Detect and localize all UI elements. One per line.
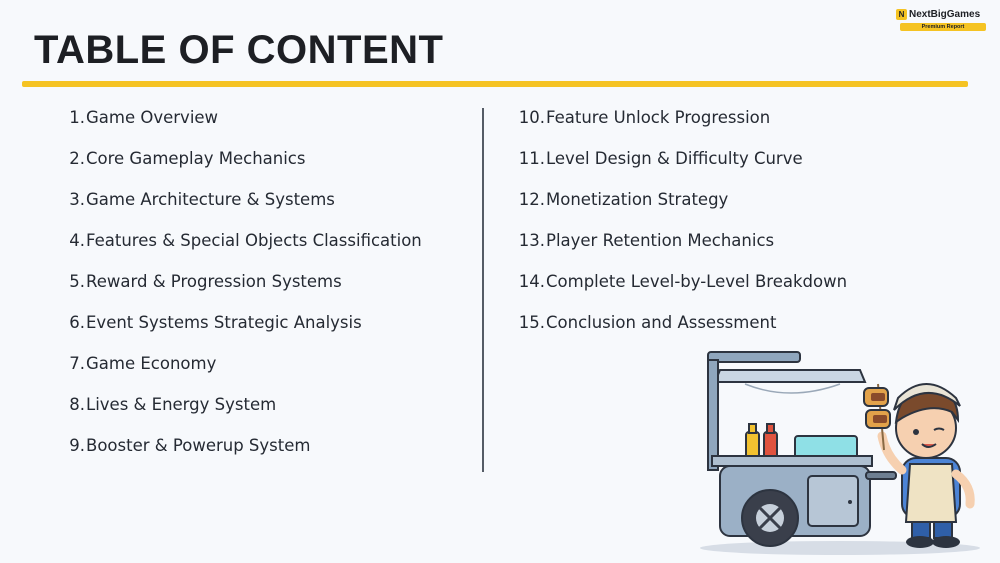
toc-item-label: Features & Special Objects Classificatio… bbox=[86, 231, 422, 250]
toc-item-number: 12. bbox=[518, 190, 545, 209]
toc-item-label: Reward & Progression Systems bbox=[86, 272, 342, 291]
toc-item[interactable]: 2.Core Gameplay Mechanics bbox=[40, 149, 470, 190]
toc-item-label: Core Gameplay Mechanics bbox=[86, 149, 306, 168]
toc-item[interactable]: 4.Features & Special Objects Classificat… bbox=[40, 231, 470, 272]
food-cart-vendor-illustration bbox=[700, 351, 980, 555]
toc-item[interactable]: 5.Reward & Progression Systems bbox=[40, 272, 470, 313]
toc-item-label: Game Architecture & Systems bbox=[86, 190, 335, 209]
toc-item[interactable]: 7.Game Economy bbox=[40, 354, 470, 395]
toc-item-label: Player Retention Mechanics bbox=[546, 231, 775, 250]
toc-item-label: Game Overview bbox=[86, 108, 219, 127]
toc-item-number: 15. bbox=[518, 313, 545, 332]
toc-item[interactable]: 6.Event Systems Strategic Analysis bbox=[40, 313, 470, 354]
toc-item[interactable]: 13.Player Retention Mechanics bbox=[500, 231, 940, 272]
toc-item-number: 13. bbox=[518, 231, 545, 250]
toc-item-number: 7. bbox=[69, 354, 85, 373]
toc-item-number: 11. bbox=[518, 149, 545, 168]
toc-item[interactable]: 3.Game Architecture & Systems bbox=[40, 190, 470, 231]
toc-right-column: 10.Feature Unlock Progression 11.Level D… bbox=[500, 108, 940, 354]
toc-item-number: 6. bbox=[69, 313, 85, 332]
toc-item[interactable]: 1.Game Overview bbox=[40, 108, 470, 149]
toc-item-number: 14. bbox=[518, 272, 545, 291]
toc-item-number: 5. bbox=[69, 272, 85, 291]
logo-name: NextBigGames bbox=[909, 9, 981, 20]
toc-item-label: Monetization Strategy bbox=[546, 190, 729, 209]
toc-item-label: Level Design & Difficulty Curve bbox=[546, 149, 803, 168]
brand-logo: N NextBigGames Premium Report bbox=[896, 8, 988, 32]
toc-item[interactable]: 12.Monetization Strategy bbox=[500, 190, 940, 231]
toc-item-number: 3. bbox=[69, 190, 85, 209]
toc-item[interactable]: 15.Conclusion and Assessment bbox=[500, 313, 940, 354]
toc-item-label: Booster & Powerup System bbox=[86, 436, 311, 455]
toc-item[interactable]: 11.Level Design & Difficulty Curve bbox=[500, 149, 940, 190]
toc-item[interactable]: 9.Booster & Powerup System bbox=[40, 436, 470, 477]
toc-item-label: Complete Level-by-Level Breakdown bbox=[546, 272, 848, 291]
toc-item-number: 10. bbox=[518, 108, 545, 127]
toc-item-label: Conclusion and Assessment bbox=[546, 313, 777, 332]
toc-item-label: Feature Unlock Progression bbox=[546, 108, 771, 127]
toc-item-label: Event Systems Strategic Analysis bbox=[86, 313, 362, 332]
toc-item-number: 4. bbox=[69, 231, 85, 250]
toc-item[interactable]: 14.Complete Level-by-Level Breakdown bbox=[500, 272, 940, 313]
toc-item-label: Lives & Energy System bbox=[86, 395, 277, 414]
column-divider bbox=[482, 108, 484, 472]
premium-badge: Premium Report bbox=[900, 23, 986, 31]
toc-item[interactable]: 10.Feature Unlock Progression bbox=[500, 108, 940, 149]
toc-item-number: 1. bbox=[69, 108, 85, 127]
page-title: TABLE OF CONTENT bbox=[34, 28, 444, 72]
toc-item[interactable]: 8.Lives & Energy System bbox=[40, 395, 470, 436]
toc-left-column: 1.Game Overview 2.Core Gameplay Mechanic… bbox=[40, 108, 470, 477]
toc-item-number: 9. bbox=[69, 436, 85, 455]
toc-item-number: 2. bbox=[69, 149, 85, 168]
toc-item-label: Game Economy bbox=[86, 354, 217, 373]
toc-item-number: 8. bbox=[69, 395, 85, 414]
logo-mark-icon: N bbox=[896, 9, 907, 20]
title-underline bbox=[22, 81, 968, 87]
